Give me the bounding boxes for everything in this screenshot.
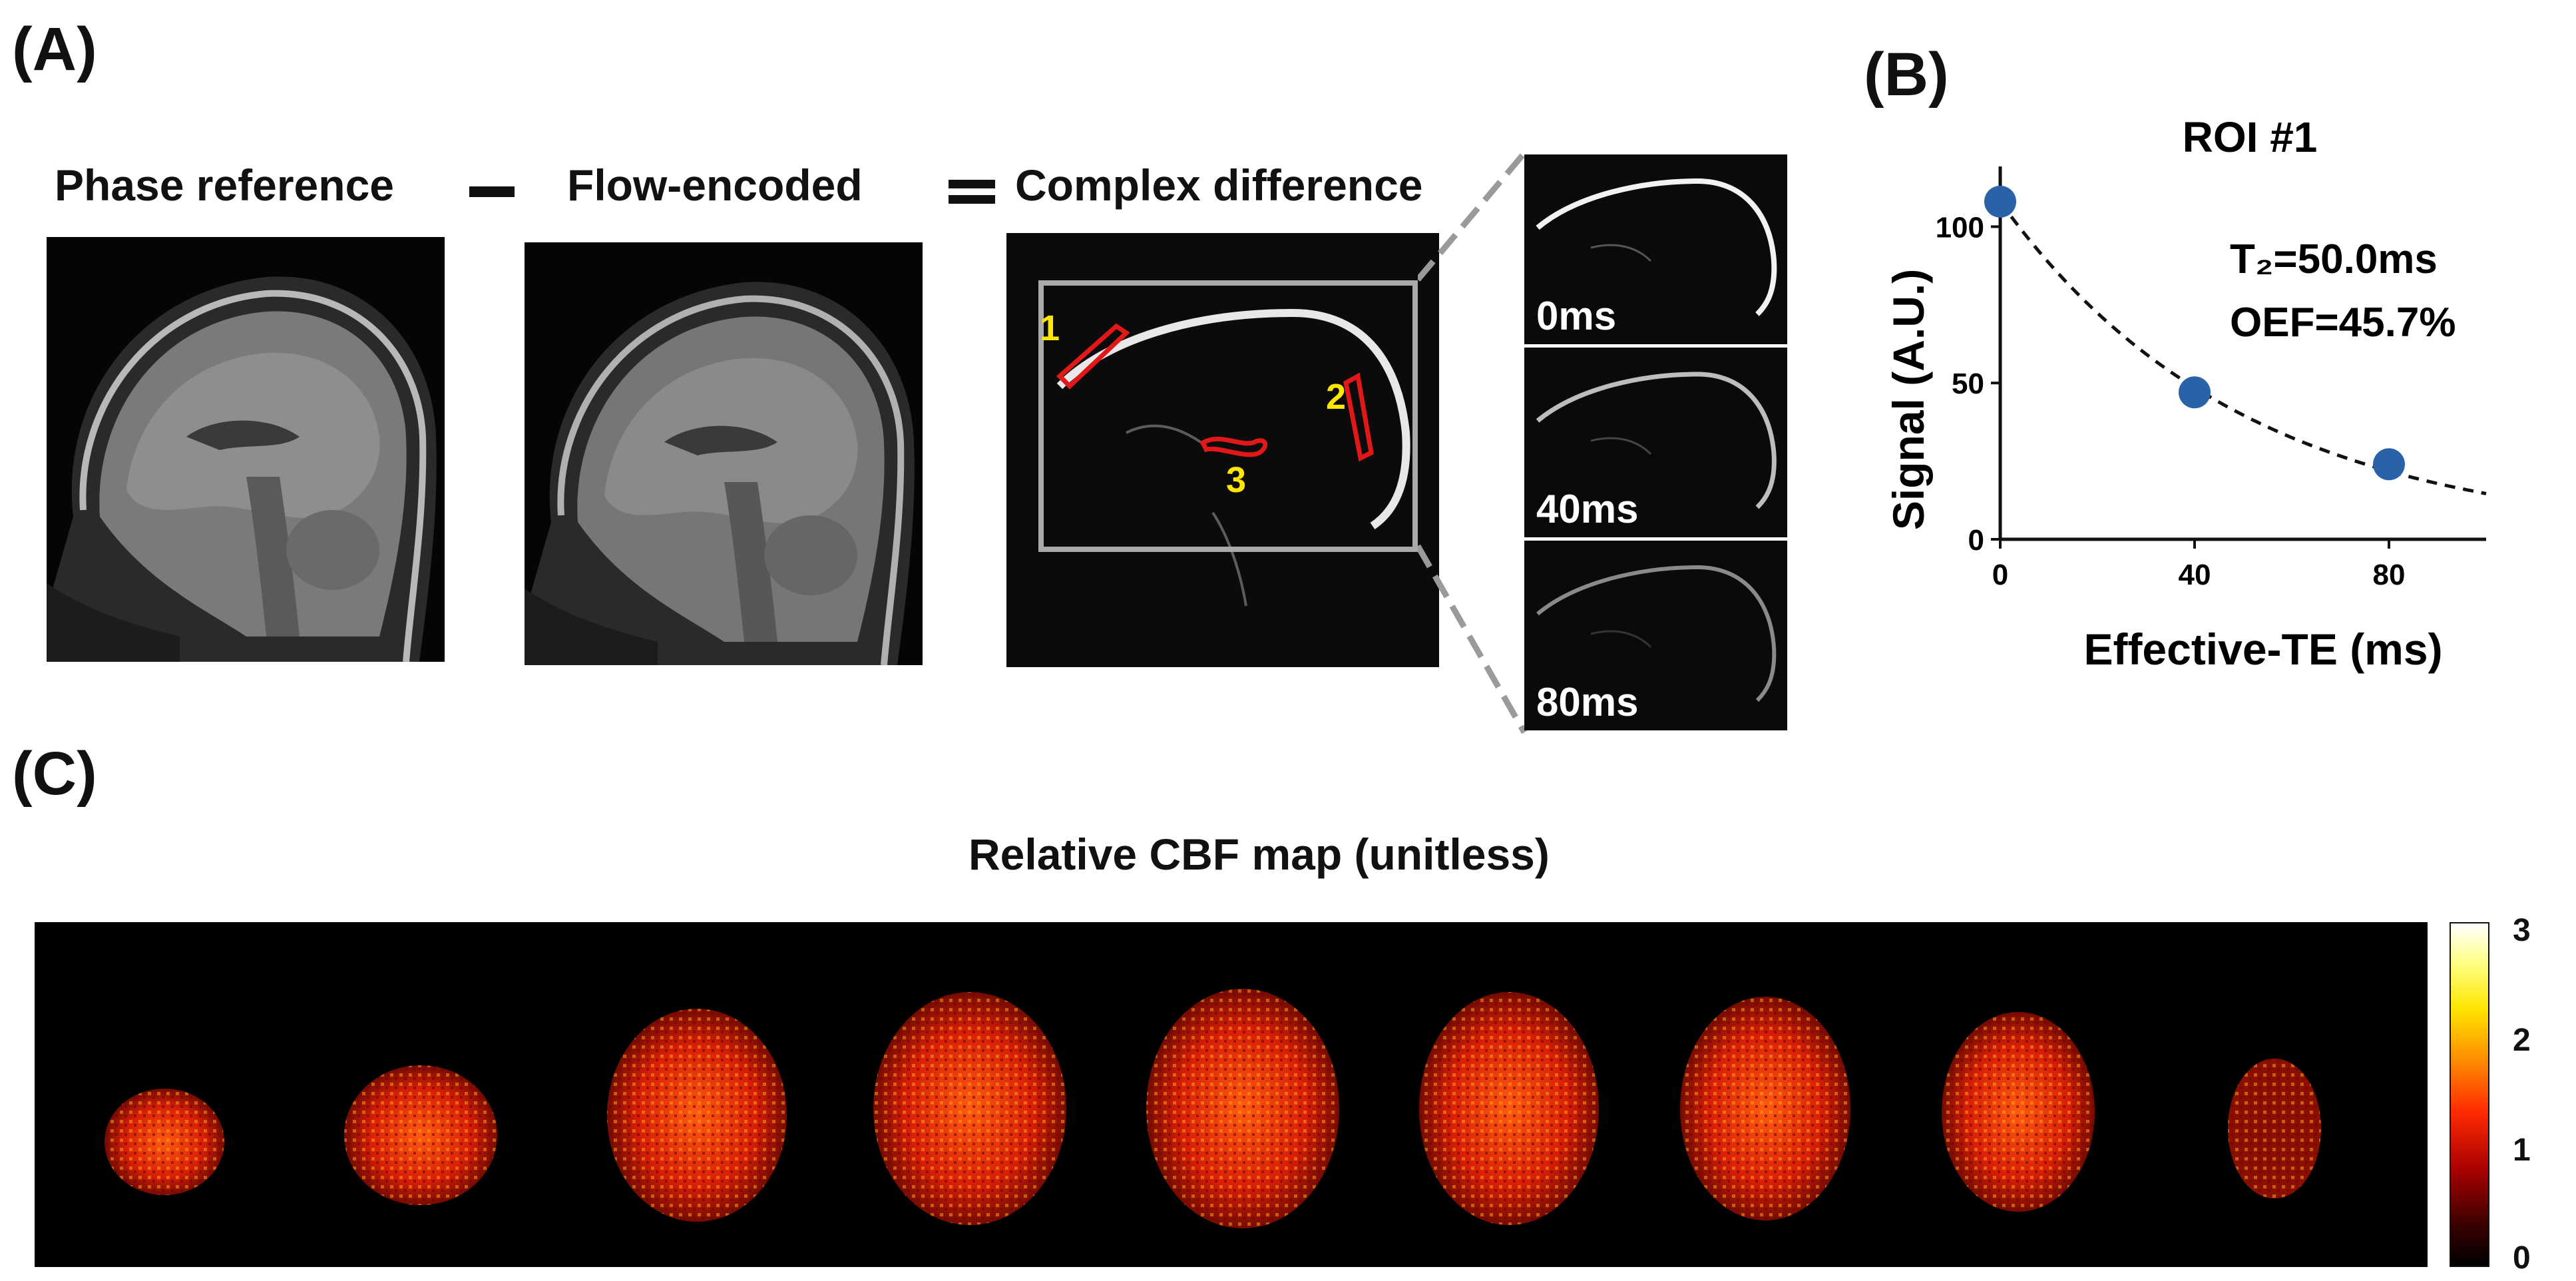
chart-fit-curve bbox=[1998, 200, 2487, 495]
roi-label-2: 2 bbox=[1326, 377, 1347, 417]
roi-label-1: 1 bbox=[1040, 308, 1060, 348]
colorbar-tick-3: 3 bbox=[2513, 913, 2531, 948]
data-point bbox=[2179, 376, 2211, 409]
cbf-slice-9 bbox=[2228, 1059, 2321, 1198]
chart-annotation-t2: T₂=50.0ms bbox=[2230, 236, 2438, 282]
chart-ticks: 0 40 80 0 50 100 bbox=[1936, 211, 2406, 591]
data-point bbox=[1984, 185, 2016, 218]
roi-label-3: 3 bbox=[1226, 460, 1247, 500]
flow-encoded-image bbox=[525, 242, 923, 665]
thumbnail-80ms-label: 80ms bbox=[1536, 680, 1639, 724]
phase-reference-caption: Phase reference bbox=[55, 160, 394, 210]
x-tick-label: 0 bbox=[1992, 559, 2008, 591]
chart-y-axis-label: Signal (A.U.) bbox=[1884, 269, 1933, 530]
thumbnail-0ms: 0ms bbox=[1524, 154, 1787, 344]
panel-c-label: (C) bbox=[12, 740, 97, 808]
y-tick-label: 0 bbox=[1968, 524, 1984, 557]
decay-chart: ROI #1 Signal (A.U.) Effective-TE (ms) 0… bbox=[1884, 113, 2487, 674]
thumbnail-40ms-label: 40ms bbox=[1536, 487, 1639, 531]
chart-points bbox=[1984, 185, 2405, 481]
panel-a-label: (A) bbox=[12, 15, 97, 83]
thumbnail-40ms: 40ms bbox=[1524, 348, 1787, 537]
flow-encoded-caption: Flow-encoded bbox=[567, 160, 863, 210]
cbf-slice-4 bbox=[873, 992, 1066, 1225]
thumbnail-80ms: 80ms bbox=[1524, 541, 1787, 730]
phase-reference-image bbox=[47, 237, 445, 662]
complex-difference-image: 1 2 3 bbox=[1006, 233, 1439, 667]
zoom-connector-lines bbox=[1418, 151, 1527, 734]
chart-axes bbox=[1998, 166, 2486, 541]
cbf-slice-8 bbox=[1942, 1012, 2095, 1212]
colorbar-tick-0: 0 bbox=[2513, 1240, 2531, 1276]
complex-difference-caption: Complex difference bbox=[1015, 160, 1423, 210]
x-tick-label: 80 bbox=[2373, 559, 2406, 591]
cbf-slice-3 bbox=[607, 1009, 787, 1222]
chart-title: ROI #1 bbox=[2183, 113, 2318, 161]
minus-sign-icon bbox=[469, 186, 515, 197]
equals-sign-icon bbox=[949, 180, 995, 188]
cbf-slice-5 bbox=[1146, 989, 1339, 1228]
chart-annotation-oef: OEF=45.7% bbox=[2230, 300, 2456, 346]
x-tick-label: 40 bbox=[2179, 559, 2211, 591]
cbf-map-title: Relative CBF map (unitless) bbox=[968, 830, 1550, 879]
panel-b-label: (B) bbox=[1864, 41, 1949, 109]
cbf-slice-1 bbox=[105, 1089, 224, 1195]
colorbar-tick-2: 2 bbox=[2513, 1023, 2531, 1058]
equals-sign-icon bbox=[949, 195, 995, 204]
colorbar bbox=[2450, 922, 2489, 1267]
y-tick-label: 100 bbox=[1936, 211, 1984, 244]
chart-x-axis-label: Effective-TE (ms) bbox=[2083, 625, 2442, 674]
cbf-slice-6 bbox=[1419, 992, 1599, 1225]
cbf-slice-2 bbox=[344, 1065, 497, 1205]
thumbnail-0ms-label: 0ms bbox=[1536, 294, 1617, 338]
y-tick-label: 50 bbox=[1952, 368, 1984, 400]
cbf-slice-7 bbox=[1680, 997, 1850, 1220]
cbf-map-strip bbox=[35, 922, 2428, 1267]
data-point bbox=[2373, 448, 2405, 481]
colorbar-tick-1: 1 bbox=[2513, 1133, 2531, 1168]
